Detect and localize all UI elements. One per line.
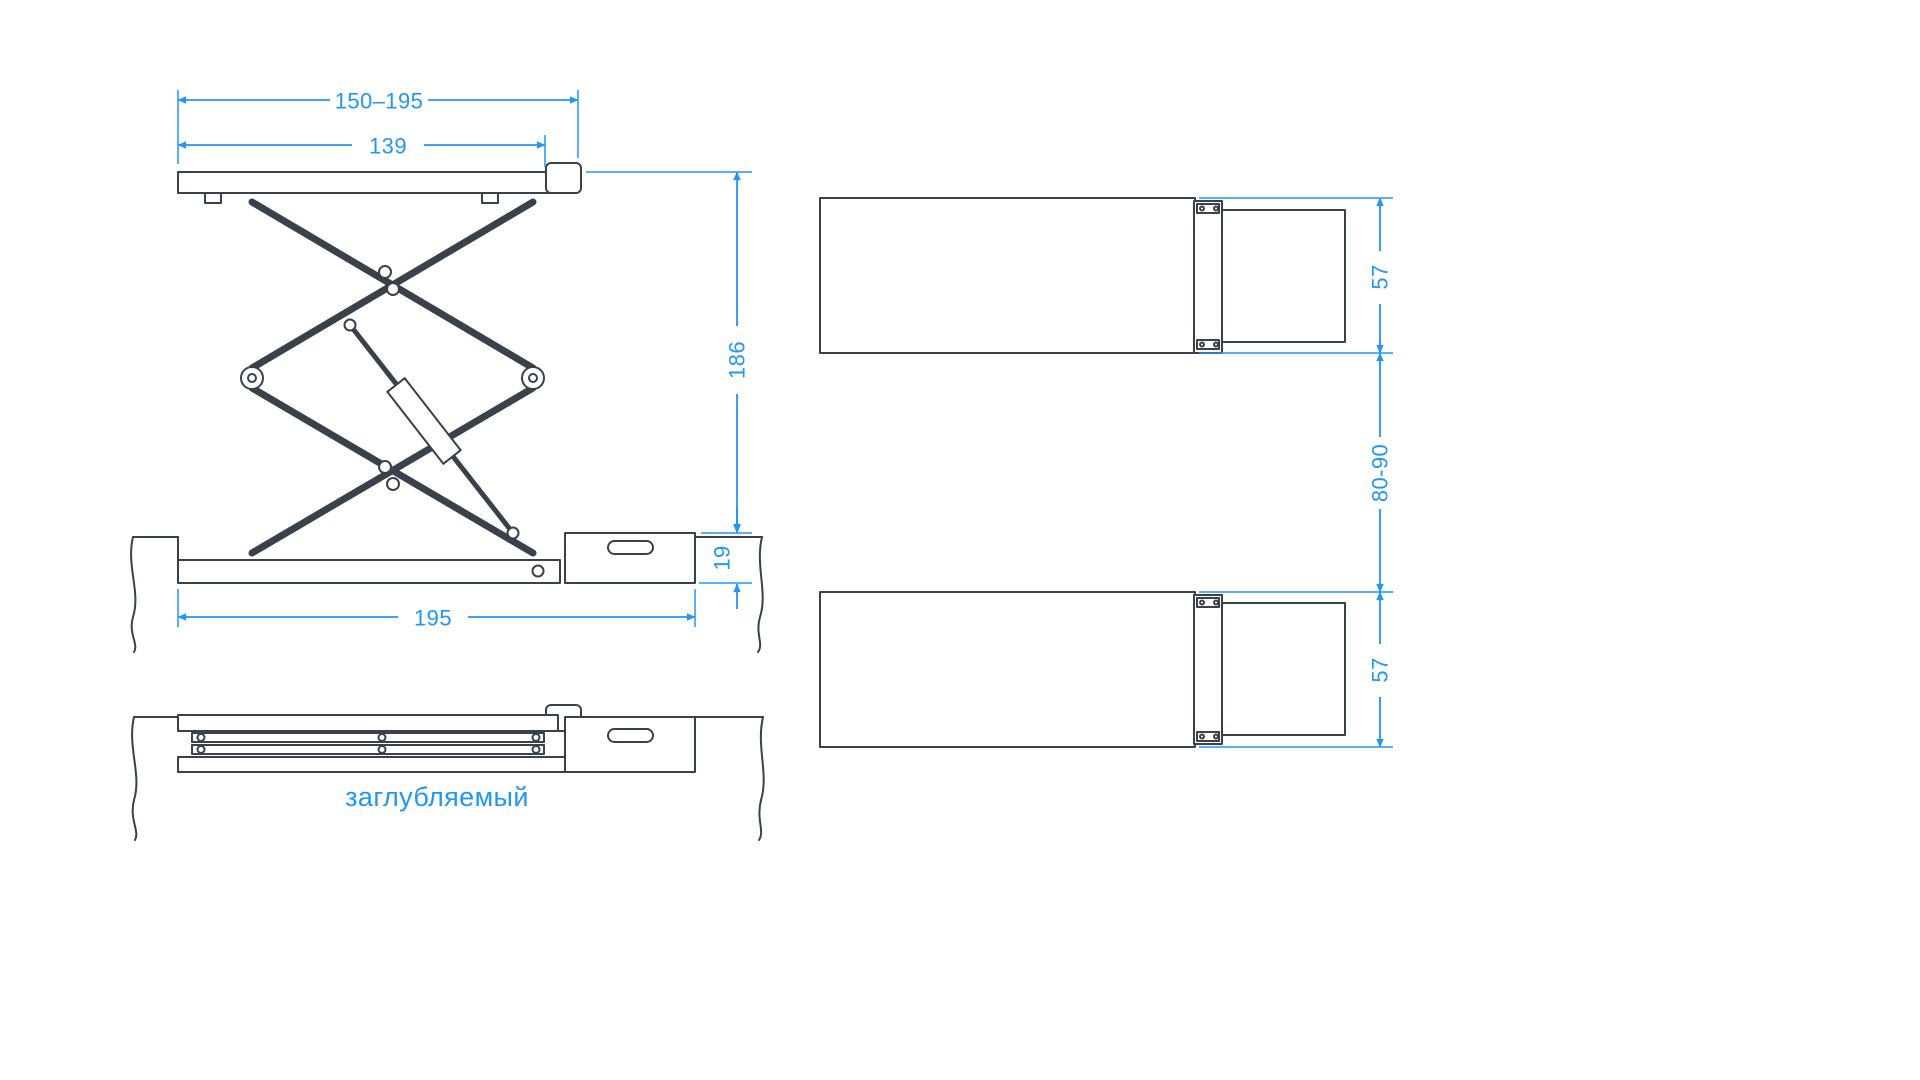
hinge-screw — [1213, 733, 1219, 740]
floor-break-right — [758, 716, 765, 841]
extension-flap-plan — [1221, 209, 1346, 343]
platform-end-cap — [545, 162, 582, 194]
floor-break-right — [757, 536, 764, 653]
pivot-bolt — [378, 460, 392, 474]
pivot-bolt — [196, 745, 206, 754]
hinge-screw — [1199, 205, 1205, 212]
dimension-label: 195 — [414, 606, 452, 631]
folded-arm-bar — [191, 744, 545, 755]
hydraulic-cylinder — [343, 318, 520, 540]
platform-plan — [819, 197, 1196, 354]
platform-top — [177, 714, 559, 732]
hinge-screw — [1213, 205, 1219, 212]
pivot-bolt — [528, 373, 538, 383]
pivot-bolt — [386, 477, 400, 491]
hinge-screw — [1213, 599, 1219, 606]
dim-platform-width: 139 — [177, 134, 546, 167]
dim-lift-height: 186 — [586, 171, 752, 534]
dim-platform-gap: 80-90 — [1199, 352, 1393, 593]
platform-top — [177, 171, 557, 194]
base-frame — [177, 559, 561, 584]
floor-section-lines-collapsed — [131, 716, 765, 841]
hinge-screw — [1213, 341, 1219, 348]
power-unit-box — [564, 716, 696, 773]
dim-base-length: 195 — [177, 589, 696, 631]
power-unit-slot — [607, 728, 654, 743]
dim-platform-width-lower: 57 — [1199, 591, 1393, 748]
dimension-label: 19 — [710, 545, 735, 570]
top-view-lower — [819, 591, 1346, 748]
dimension-label: 80-90 — [1368, 444, 1393, 502]
dimension-label: 139 — [369, 134, 407, 159]
dim-top-width-range: 150–195 — [177, 89, 579, 164]
pivot-bolt — [247, 373, 257, 383]
cylinder-top-mount — [343, 318, 357, 332]
dim-pit-depth: 19 — [699, 507, 752, 609]
pivot-bolt — [531, 733, 541, 742]
side-view-elevated — [130, 162, 764, 653]
floor-break-left — [130, 536, 137, 653]
power-unit-slot — [607, 540, 654, 555]
dimension-label: 57 — [1368, 264, 1393, 289]
floor-break-left — [131, 716, 138, 841]
platform-plan — [819, 591, 1196, 748]
side-view-collapsed: заглубляемый — [131, 704, 765, 841]
platform-slider-right — [481, 192, 499, 204]
pivot-bolt — [377, 745, 387, 754]
floor-section-lines — [130, 536, 764, 653]
hinge-screw — [1199, 599, 1205, 606]
dimension-label: 150–195 — [335, 89, 423, 114]
dimensions: 150–195 139 186 19 — [177, 89, 1393, 748]
lower-arm-right — [248, 384, 537, 557]
pivot-bolt — [377, 733, 387, 742]
base-frame — [177, 756, 566, 773]
base-pivot-bolt — [531, 564, 545, 578]
folded-arm-bar — [191, 732, 545, 743]
pivot-joints — [240, 265, 545, 491]
pivot-bolt — [378, 265, 392, 279]
platform-slider-left — [204, 192, 222, 204]
caption-label: заглубляемый — [345, 782, 529, 812]
dimension-label: 186 — [725, 341, 750, 379]
cylinder-bottom-mount — [506, 526, 520, 540]
cylinder-body — [386, 377, 462, 465]
dimension-label: 57 — [1368, 657, 1393, 682]
dim-platform-width-upper: 57 — [1199, 197, 1393, 354]
hinge-screw — [1199, 341, 1205, 348]
pivot-bolt — [196, 733, 206, 742]
pivot-bolt — [531, 745, 541, 754]
folded-scissor-arms — [191, 732, 545, 755]
hinge-strip — [1193, 594, 1223, 745]
top-view-upper — [819, 197, 1346, 354]
pivot-bolt — [386, 282, 400, 296]
extension-flap-plan — [1221, 602, 1346, 736]
hinge-strip — [1193, 200, 1223, 354]
hinge-screw — [1199, 733, 1205, 740]
